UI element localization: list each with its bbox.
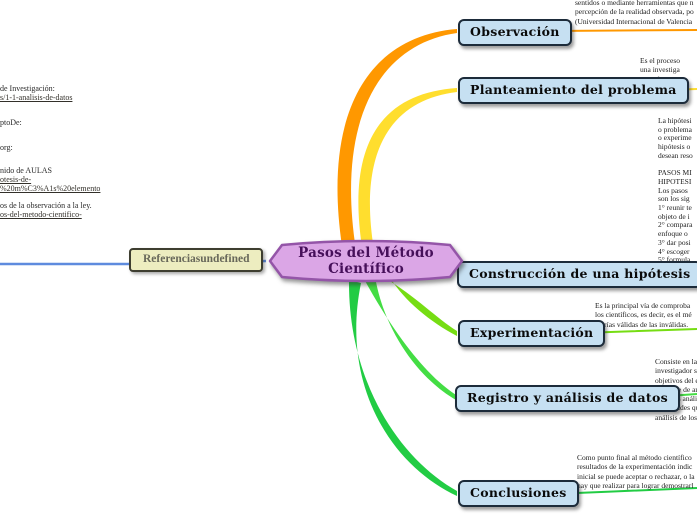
note-line-observacion xyxy=(551,29,697,32)
branch-planteamiento xyxy=(358,88,457,250)
node-referencias[interactable]: Referenciasundefined xyxy=(129,248,264,272)
node-registro[interactable]: Registro y análisis de datos xyxy=(455,385,680,413)
left-line-investigacion: de Investigación: xyxy=(0,84,55,93)
note-construccion: La hipótesi o problema o experime hipóte… xyxy=(658,116,693,273)
note-observacion: sentidos o mediante herramientas que n p… xyxy=(575,0,694,26)
left-line-concepto: ptoDe: xyxy=(0,118,22,127)
node-conclusiones[interactable]: Conclusiones xyxy=(458,480,579,508)
left-link-analisis-datos[interactable]: s/1-1-analisis-de-datos xyxy=(0,93,73,102)
branch-experimentacion xyxy=(382,276,457,336)
note-experimentacion: Es la principal vía de comproba los cien… xyxy=(595,301,692,329)
left-link-elemento[interactable]: %20m%C3%A1s%20elemento xyxy=(0,184,101,193)
central-node[interactable]: Pasos del Método Científico xyxy=(265,238,467,286)
node-construccion[interactable]: Construcción de una hipótesis xyxy=(457,261,697,289)
central-node-shape xyxy=(268,239,464,283)
branch-observacion xyxy=(337,29,457,250)
left-link-hipotesis[interactable]: otesis-de- xyxy=(0,175,32,184)
node-experimentacion[interactable]: Experimentación xyxy=(458,320,606,348)
node-planteamiento[interactable]: Planteamiento del problema xyxy=(458,77,689,105)
central-node-label: Pasos del Método Científico xyxy=(298,245,434,277)
left-line-aulas: nido de AULAS xyxy=(0,166,52,175)
note-conclusiones: Como punto final al método científico re… xyxy=(577,453,695,490)
branch-conclusiones xyxy=(348,280,457,496)
left-link-metodo-cientifico[interactable]: os-del-metodo-cientifico- xyxy=(0,210,82,219)
branch-registro xyxy=(364,279,456,400)
node-observacion[interactable]: Observación xyxy=(458,19,572,47)
left-line-observacion-ley: os de la observación a la ley. xyxy=(0,201,92,210)
left-line-org: org: xyxy=(0,143,13,152)
